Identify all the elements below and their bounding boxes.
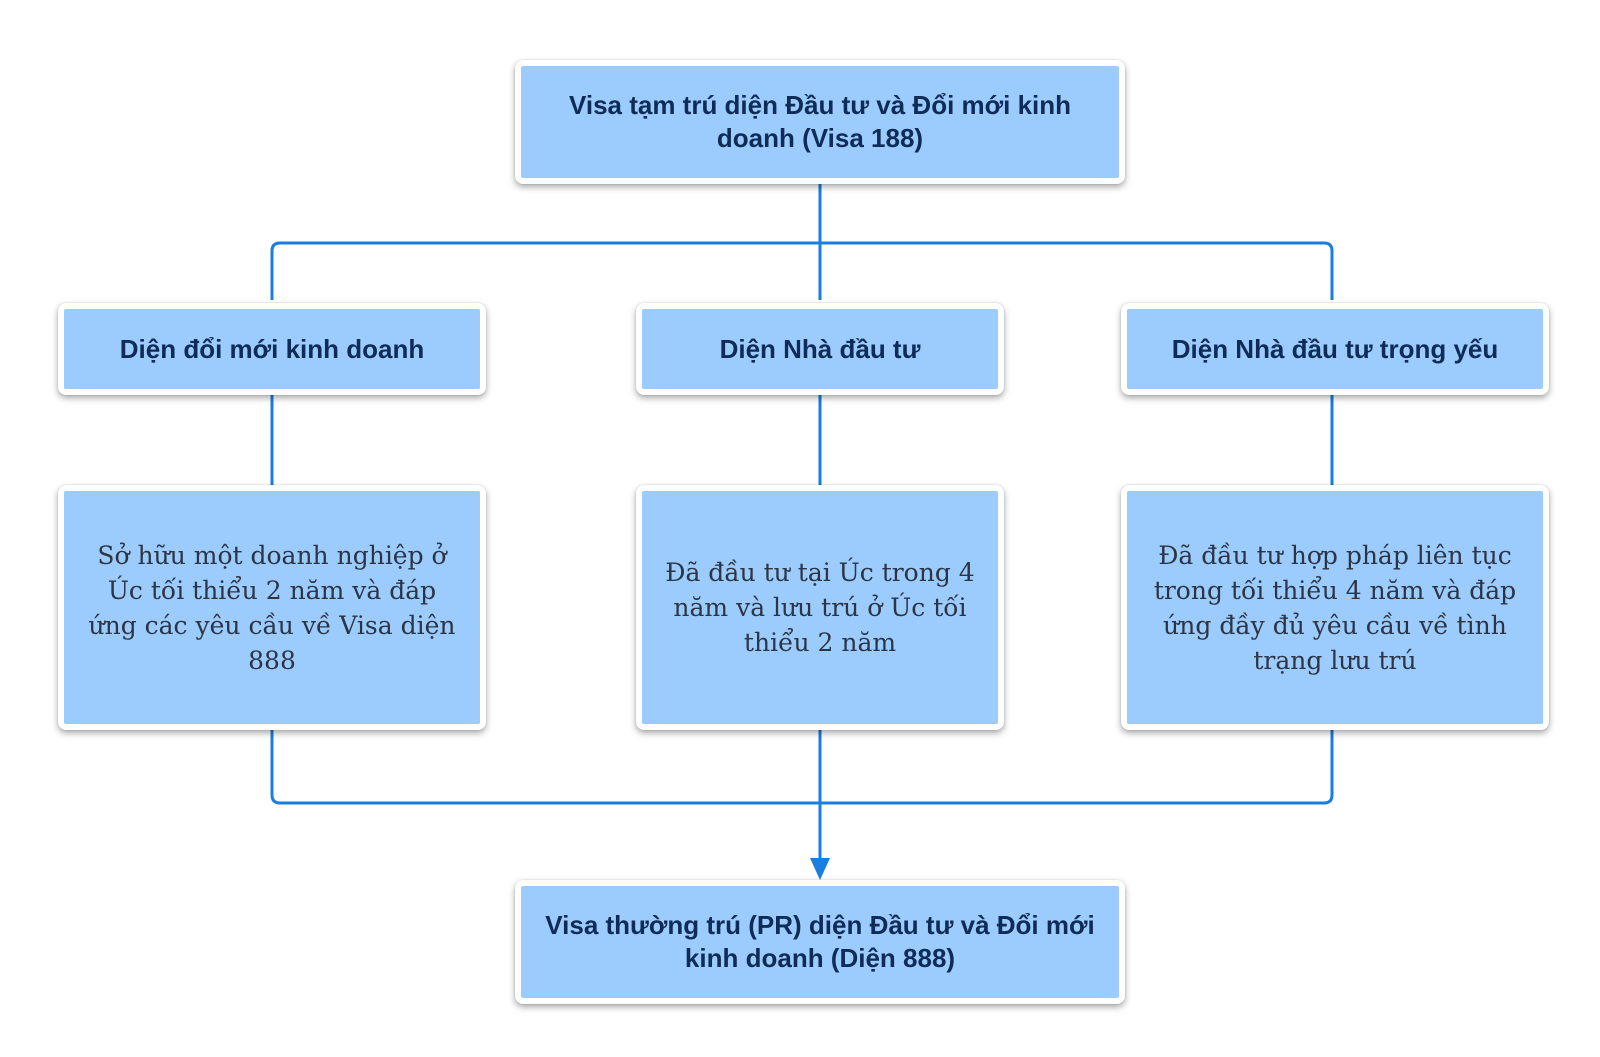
visa-888-box: Visa thường trú (PR) diện Đầu tư và Đổi … xyxy=(515,880,1125,1004)
category-significant-investor-box: Diện Nhà đầu tư trọng yếu xyxy=(1121,303,1549,395)
visa-188-label: Visa tạm trú diện Đầu tư và Đổi mới kinh… xyxy=(568,90,1072,153)
connector-merge-bar xyxy=(270,730,1334,805)
category-business-innovation-box: Diện đổi mới kinh doanh xyxy=(58,303,486,395)
category-business-innovation-label: Diện đổi mới kinh doanh xyxy=(119,333,425,364)
requirement-significant-investor-text: Đã đầu tư hợp pháp liên tục trong tối th… xyxy=(1153,540,1517,675)
arrow-head-icon xyxy=(810,858,830,880)
visa-188-box: Visa tạm trú diện Đầu tư và Đổi mới kinh… xyxy=(515,60,1125,184)
requirement-business-innovation-box: Sở hữu một doanh nghiệp ở Úc tối thiểu 2… xyxy=(58,485,486,730)
category-significant-investor-label: Diện Nhà đầu tư trọng yếu xyxy=(1171,333,1499,364)
requirement-investor-text: Đã đầu tư tại Úc trong 4 năm và lưu trú … xyxy=(665,558,975,657)
visa-888-label: Visa thường trú (PR) diện Đầu tư và Đổi … xyxy=(545,910,1095,973)
requirement-investor-box: Đã đầu tư tại Úc trong 4 năm và lưu trú … xyxy=(636,485,1004,730)
connector-top-branch xyxy=(270,241,1334,300)
category-investor-box: Diện Nhà đầu tư xyxy=(636,303,1004,395)
requirement-business-innovation-text: Sở hữu một doanh nghiệp ở Úc tối thiểu 2… xyxy=(88,540,456,675)
requirement-significant-investor-box: Đã đầu tư hợp pháp liên tục trong tối th… xyxy=(1121,485,1549,730)
category-investor-label: Diện Nhà đầu tư xyxy=(719,333,921,364)
